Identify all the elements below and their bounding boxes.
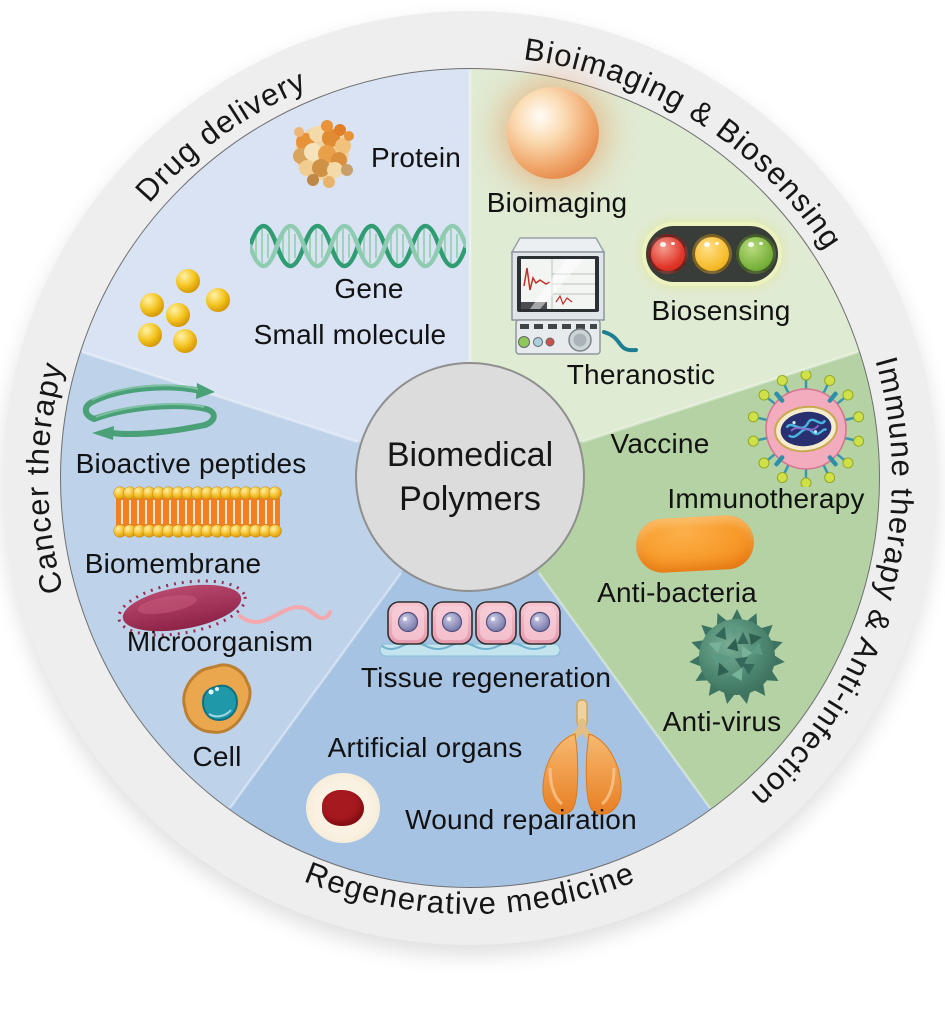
theranostic-monitor-icon	[500, 228, 640, 365]
label-vaccine: Vaccine	[610, 428, 710, 459]
label-anti-bacteria: Anti-bacteria	[597, 577, 757, 608]
label-bioimaging: Bioimaging	[486, 187, 628, 218]
microorganism-icon	[82, 572, 332, 657]
dna-gene-icon	[247, 220, 469, 277]
label-artificial-organs: Artificial organs	[327, 732, 523, 763]
anti-virus-ball-icon	[685, 603, 789, 712]
wound-core	[322, 790, 364, 826]
yellow-lamp	[692, 234, 732, 274]
label-protein: Protein	[370, 142, 462, 173]
center-title: Biomedical Polymers	[386, 435, 554, 518]
label-biomembrane: Biomembrane	[84, 548, 262, 579]
bacteria-capsule-icon	[634, 513, 756, 575]
bioimaging-sphere-icon	[507, 87, 599, 179]
label-anti-virus: Anti-virus	[662, 706, 782, 737]
lungs-icon	[530, 698, 634, 831]
label-immunotherapy: Immunotherapy	[667, 483, 865, 514]
green-lamp	[736, 234, 776, 274]
red-lamp	[648, 234, 688, 274]
label-wound-repairation: Wound repairation	[405, 804, 637, 835]
small-molecule-icon	[136, 266, 232, 363]
center-circle: Biomedical Polymers	[355, 362, 585, 592]
wound-icon	[306, 773, 380, 843]
label-gene: Gene	[334, 273, 404, 304]
label-biosensing: Biosensing	[651, 295, 791, 326]
label-cell: Cell	[192, 741, 242, 772]
cell-icon	[173, 658, 257, 747]
biomembrane-icon	[106, 482, 290, 547]
label-small-molecule: Small molecule	[253, 319, 447, 350]
label-theranostic: Theranostic	[566, 359, 716, 390]
bioactive-peptides-icon	[78, 378, 228, 453]
label-microorganism: Microorganism	[126, 626, 314, 657]
tissue-cells-icon	[378, 598, 562, 667]
traffic-light-icon	[642, 222, 782, 286]
label-bioactive-peptides: Bioactive peptides	[75, 448, 307, 479]
protein-icon	[277, 112, 369, 201]
label-tissue-regeneration: Tissue regeneration	[360, 662, 612, 693]
vaccine-virus-icon	[743, 368, 869, 492]
